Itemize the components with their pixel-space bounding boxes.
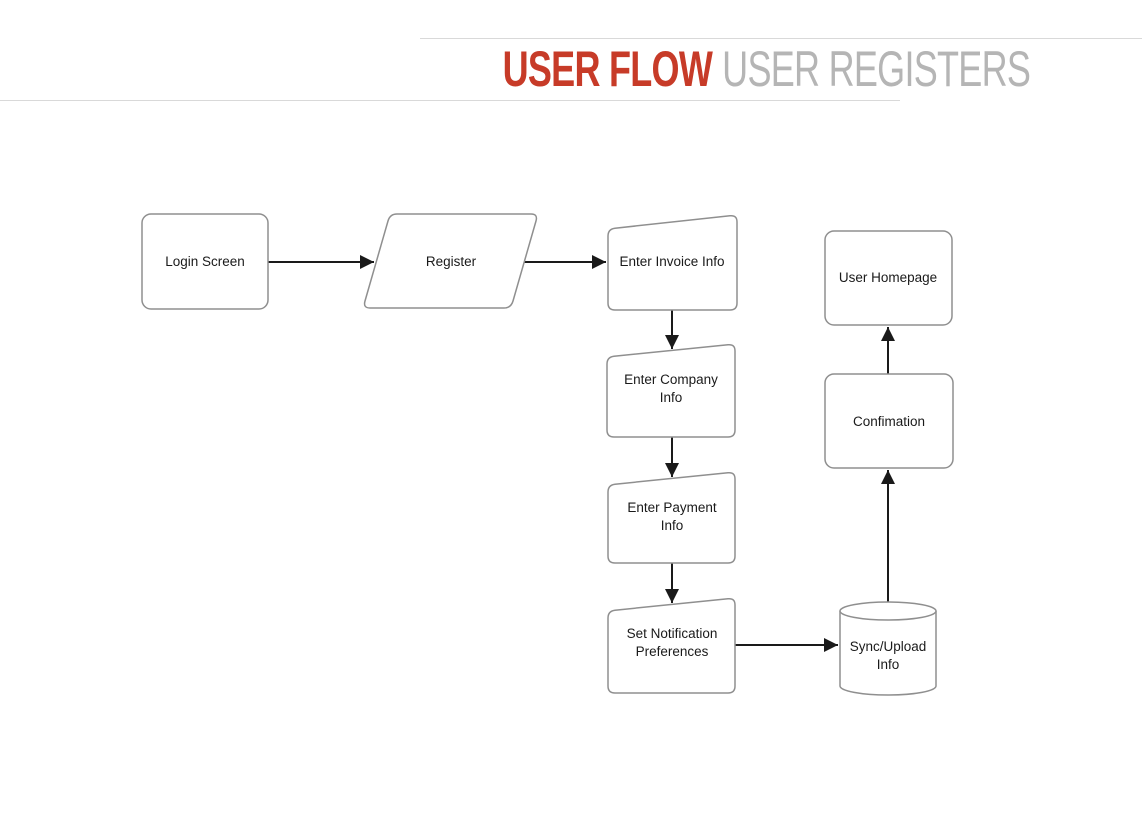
sync-upload-info-label-line2: Info (877, 657, 900, 672)
set-notification-preferences-label-line2: Preferences (636, 644, 709, 659)
page-title-primary: USER FLOW (502, 41, 713, 97)
page-title-secondary: USER REGISTERS (722, 41, 1031, 97)
node-enter-invoice-info: Enter Invoice Info (607, 214, 738, 311)
enter-payment-info-shape (607, 471, 736, 564)
set-notification-preferences-label-line1: Set Notification (627, 626, 718, 641)
node-enter-payment-info: Enter Payment Info (607, 471, 736, 564)
node-confirmation: Confimation (824, 373, 954, 469)
confirmation-label: Confimation (853, 414, 925, 429)
confirmation-shape (824, 373, 954, 469)
node-set-notification-preferences: Set Notification Preferences (607, 597, 736, 694)
user-homepage-label: User Homepage (839, 270, 937, 285)
enter-invoice-info-label: Enter Invoice Info (619, 254, 724, 269)
sync-upload-info-label-line1: Sync/Upload (850, 639, 927, 654)
enter-payment-info-label-line1: Enter Payment (627, 500, 717, 515)
register-label: Register (426, 254, 477, 269)
login-screen-label: Login Screen (165, 254, 245, 269)
header-divider-bottom (0, 100, 900, 101)
header-divider-top (420, 38, 1142, 39)
sync-upload-info-top (839, 601, 937, 621)
enter-invoice-info-shape (607, 214, 738, 311)
login-screen-shape (141, 213, 269, 310)
enter-company-info-label-line2: Info (660, 390, 683, 405)
node-login-screen: Login Screen (141, 213, 269, 310)
enter-payment-info-label-line2: Info (661, 518, 684, 533)
register-shape (363, 213, 538, 309)
set-notification-preferences-shape (607, 597, 736, 694)
node-sync-upload-info: Sync/Upload Info (839, 601, 937, 696)
node-user-homepage: User Homepage (824, 230, 953, 326)
node-enter-company-info: Enter Company Info (606, 343, 736, 438)
enter-company-info-label-line1: Enter Company (624, 372, 718, 387)
node-register: Register (363, 213, 538, 309)
user-homepage-shape (824, 230, 953, 326)
sync-upload-info-body (839, 611, 937, 696)
enter-company-info-shape (606, 343, 736, 438)
